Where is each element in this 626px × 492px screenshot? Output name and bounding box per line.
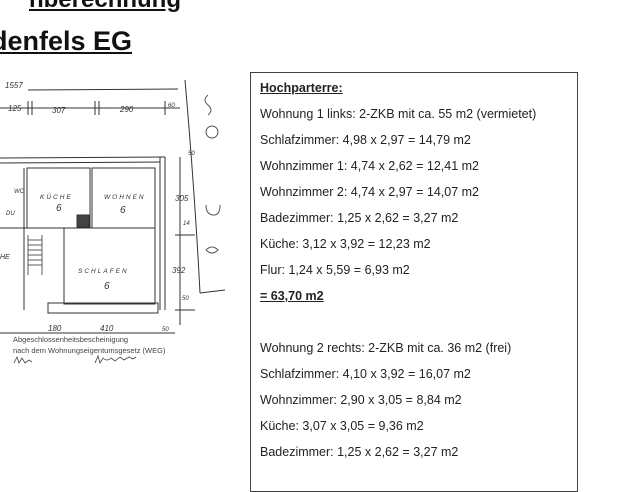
dim-14: 14 xyxy=(183,221,190,227)
building-title: denfels EG xyxy=(0,26,133,56)
summary-line: Wohnzimmer 1: 4,74 x 2,62 = 12,41 m2 xyxy=(260,159,479,173)
summary-heading: Hochparterre: xyxy=(260,81,343,95)
summary-line: Küche: 3,12 x 3,92 = 12,23 m2 xyxy=(260,237,431,251)
summary-total: = 63,70 m2 xyxy=(260,289,324,303)
summary-line: Schlafzimmer: 4,10 x 3,92 = 16,07 m2 xyxy=(260,367,471,381)
summary-line: Flur: 1,24 x 5,59 = 6,93 m2 xyxy=(260,263,410,277)
floor-plan: 1557 125 307 290 60 50 305 14 392 50 180… xyxy=(0,79,226,364)
summary-line: Wohnzimmer 2: 4,74 x 2,97 = 14,07 m2 xyxy=(260,185,479,199)
stamp-line-2: nach dem Wohnungseigentumsgesetz (WEG) xyxy=(13,346,166,355)
summary-line: Badezimmer: 1,25 x 2,62 = 3,27 m2 xyxy=(260,445,459,459)
dim-125: 125 xyxy=(8,104,22,113)
area-summary-box: Hochparterre: Wohnung 1 links: 2-ZKB mit… xyxy=(250,72,578,492)
summary-line: Schlafzimmer: 4,98 x 2,97 = 14,79 m2 xyxy=(260,133,471,147)
room-du: DU xyxy=(6,211,15,217)
street-label-vertical xyxy=(204,94,221,254)
room-wohnen: WOHNEN xyxy=(104,194,146,201)
dim-50-top: 50 xyxy=(188,151,195,157)
dim-290: 290 xyxy=(119,105,134,114)
summary-line: Badezimmer: 1,25 x 2,62 = 3,27 m2 xyxy=(260,211,459,225)
room-kueche-number: 6 xyxy=(56,203,62,214)
room-schlafen-number: 6 xyxy=(104,281,110,292)
dim-60: 60 xyxy=(168,103,175,109)
document-title: nberechnung xyxy=(29,0,181,14)
dim-50-bottom: 50 xyxy=(162,327,169,333)
dim-50: 50 xyxy=(182,296,189,302)
dim-305: 305 xyxy=(175,194,189,203)
signature xyxy=(13,354,137,364)
stamp-line-1: Abgeschlossenheitsbescheinigung xyxy=(13,335,128,344)
room-wohnen-number: 6 xyxy=(120,205,126,216)
room-wc: WC xyxy=(14,189,25,195)
room-kueche: KÜCHE xyxy=(40,193,73,201)
room-schlafen: SCHLAFEN xyxy=(78,268,129,275)
dim-180: 180 xyxy=(48,324,62,333)
dim-307: 307 xyxy=(52,106,66,115)
dim-410: 410 xyxy=(100,324,114,333)
room-he: HE xyxy=(0,254,10,261)
summary-line: Wohnung 1 links: 2-ZKB mit ca. 55 m2 (ve… xyxy=(260,107,537,121)
summary-line: Küche: 3,07 x 3,05 = 9,36 m2 xyxy=(260,419,424,433)
dim-total: 1557 xyxy=(5,81,23,90)
summary-line: Wohnzimmer: 2,90 x 3,05 = 8,84 m2 xyxy=(260,393,462,407)
dim-392: 392 xyxy=(172,266,186,275)
summary-line: Wohnung 2 rechts: 2-ZKB mit ca. 36 m2 (f… xyxy=(260,341,512,355)
